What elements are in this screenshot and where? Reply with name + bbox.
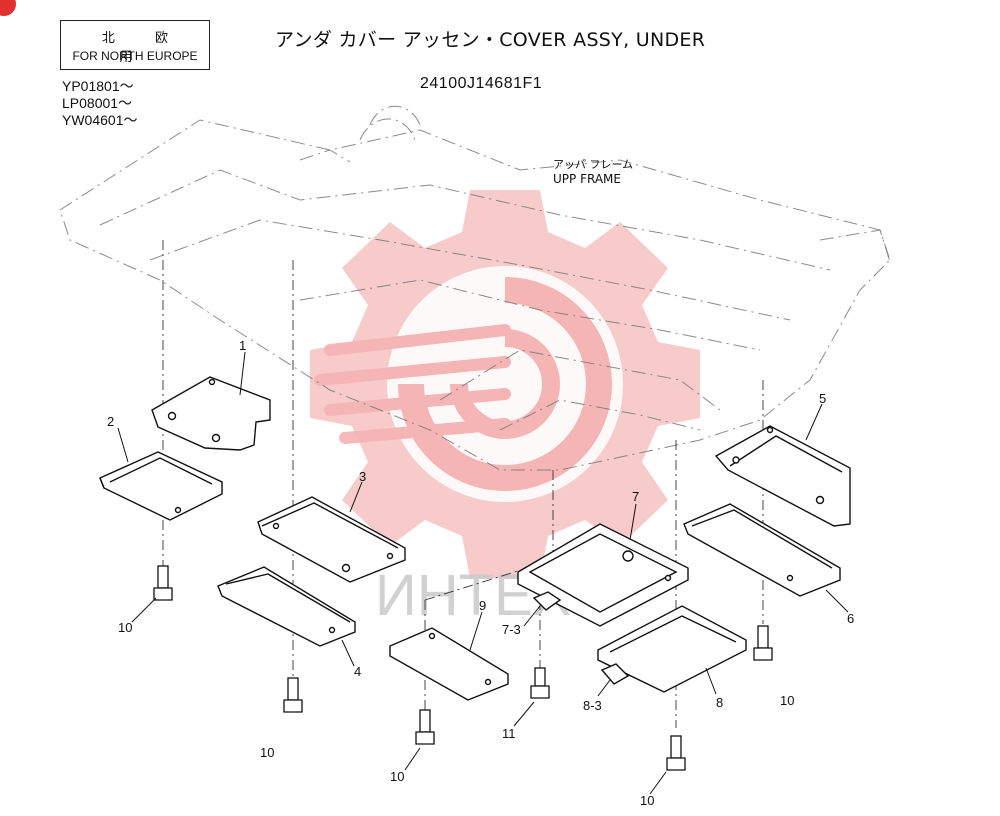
- bolt-10d: [666, 735, 686, 771]
- callout-1: 1: [239, 338, 247, 353]
- callout-8: 8: [716, 695, 724, 710]
- cover-part-4: [217, 566, 356, 647]
- callout-10: 10: [260, 745, 275, 760]
- bolt-11: [530, 667, 550, 699]
- callout-7-3: 7-3: [502, 622, 521, 637]
- callout-leaders: [117, 351, 849, 795]
- serial-number-list: YP01801～ LP08001～ YW04601～: [62, 78, 137, 129]
- bolt-10c: [415, 709, 435, 745]
- serial-number: LP08001～: [62, 95, 133, 111]
- corner-badge: [0, 0, 16, 16]
- bolt-10b: [283, 677, 303, 713]
- callout-9: 9: [479, 598, 487, 613]
- callout-11: 11: [502, 726, 516, 741]
- bolt-group: [153, 565, 773, 771]
- cover-part-9: [389, 627, 509, 701]
- upper-frame-label-jp: アッパ フレーム: [553, 158, 634, 171]
- cover-part-5: [714, 425, 851, 527]
- cover-part-2: [99, 451, 223, 521]
- watermark-gear-inner: [314, 266, 623, 502]
- bolt-10a: [153, 565, 173, 601]
- callout-6: 6: [847, 611, 855, 626]
- region-label-box: 北 欧 用 FOR NORTH EUROPE: [60, 20, 210, 70]
- callout-4: 4: [354, 664, 362, 679]
- callout-7: 7: [632, 489, 640, 504]
- region-label-jp: 北 欧 用: [101, 31, 187, 65]
- bolt-10e: [753, 625, 773, 661]
- callout-5: 5: [819, 391, 827, 406]
- cover-part-7: [517, 523, 689, 627]
- callout-10: 10: [780, 693, 795, 708]
- part-number: 24100J14681F1: [420, 75, 543, 92]
- cover-part-6: [683, 503, 841, 597]
- serial-number: YW04601～: [62, 112, 138, 128]
- cover-part-1: [151, 376, 271, 451]
- serial-number: YP01801～: [62, 78, 134, 94]
- region-label-en: FOR NORTH EUROPE: [72, 49, 198, 63]
- upper-frame-outline: [59, 105, 891, 471]
- upper-frame-label-en: UPP FRAME: [553, 172, 621, 186]
- callout-8-3: 8-3: [583, 698, 602, 713]
- callout-10: 10: [390, 769, 405, 784]
- cover-part-8: [597, 605, 747, 693]
- callout-3: 3: [359, 469, 367, 484]
- upper-frame-label: アッパ フレーム UPP FRAME: [553, 157, 633, 187]
- callout-2: 2: [107, 414, 115, 429]
- callout-10: 10: [118, 620, 133, 635]
- cover-part-3: [257, 496, 406, 583]
- diagram-title: アンダ カバー アッセン・COVER ASSY, UNDER: [275, 29, 706, 51]
- callout-10: 10: [640, 793, 655, 808]
